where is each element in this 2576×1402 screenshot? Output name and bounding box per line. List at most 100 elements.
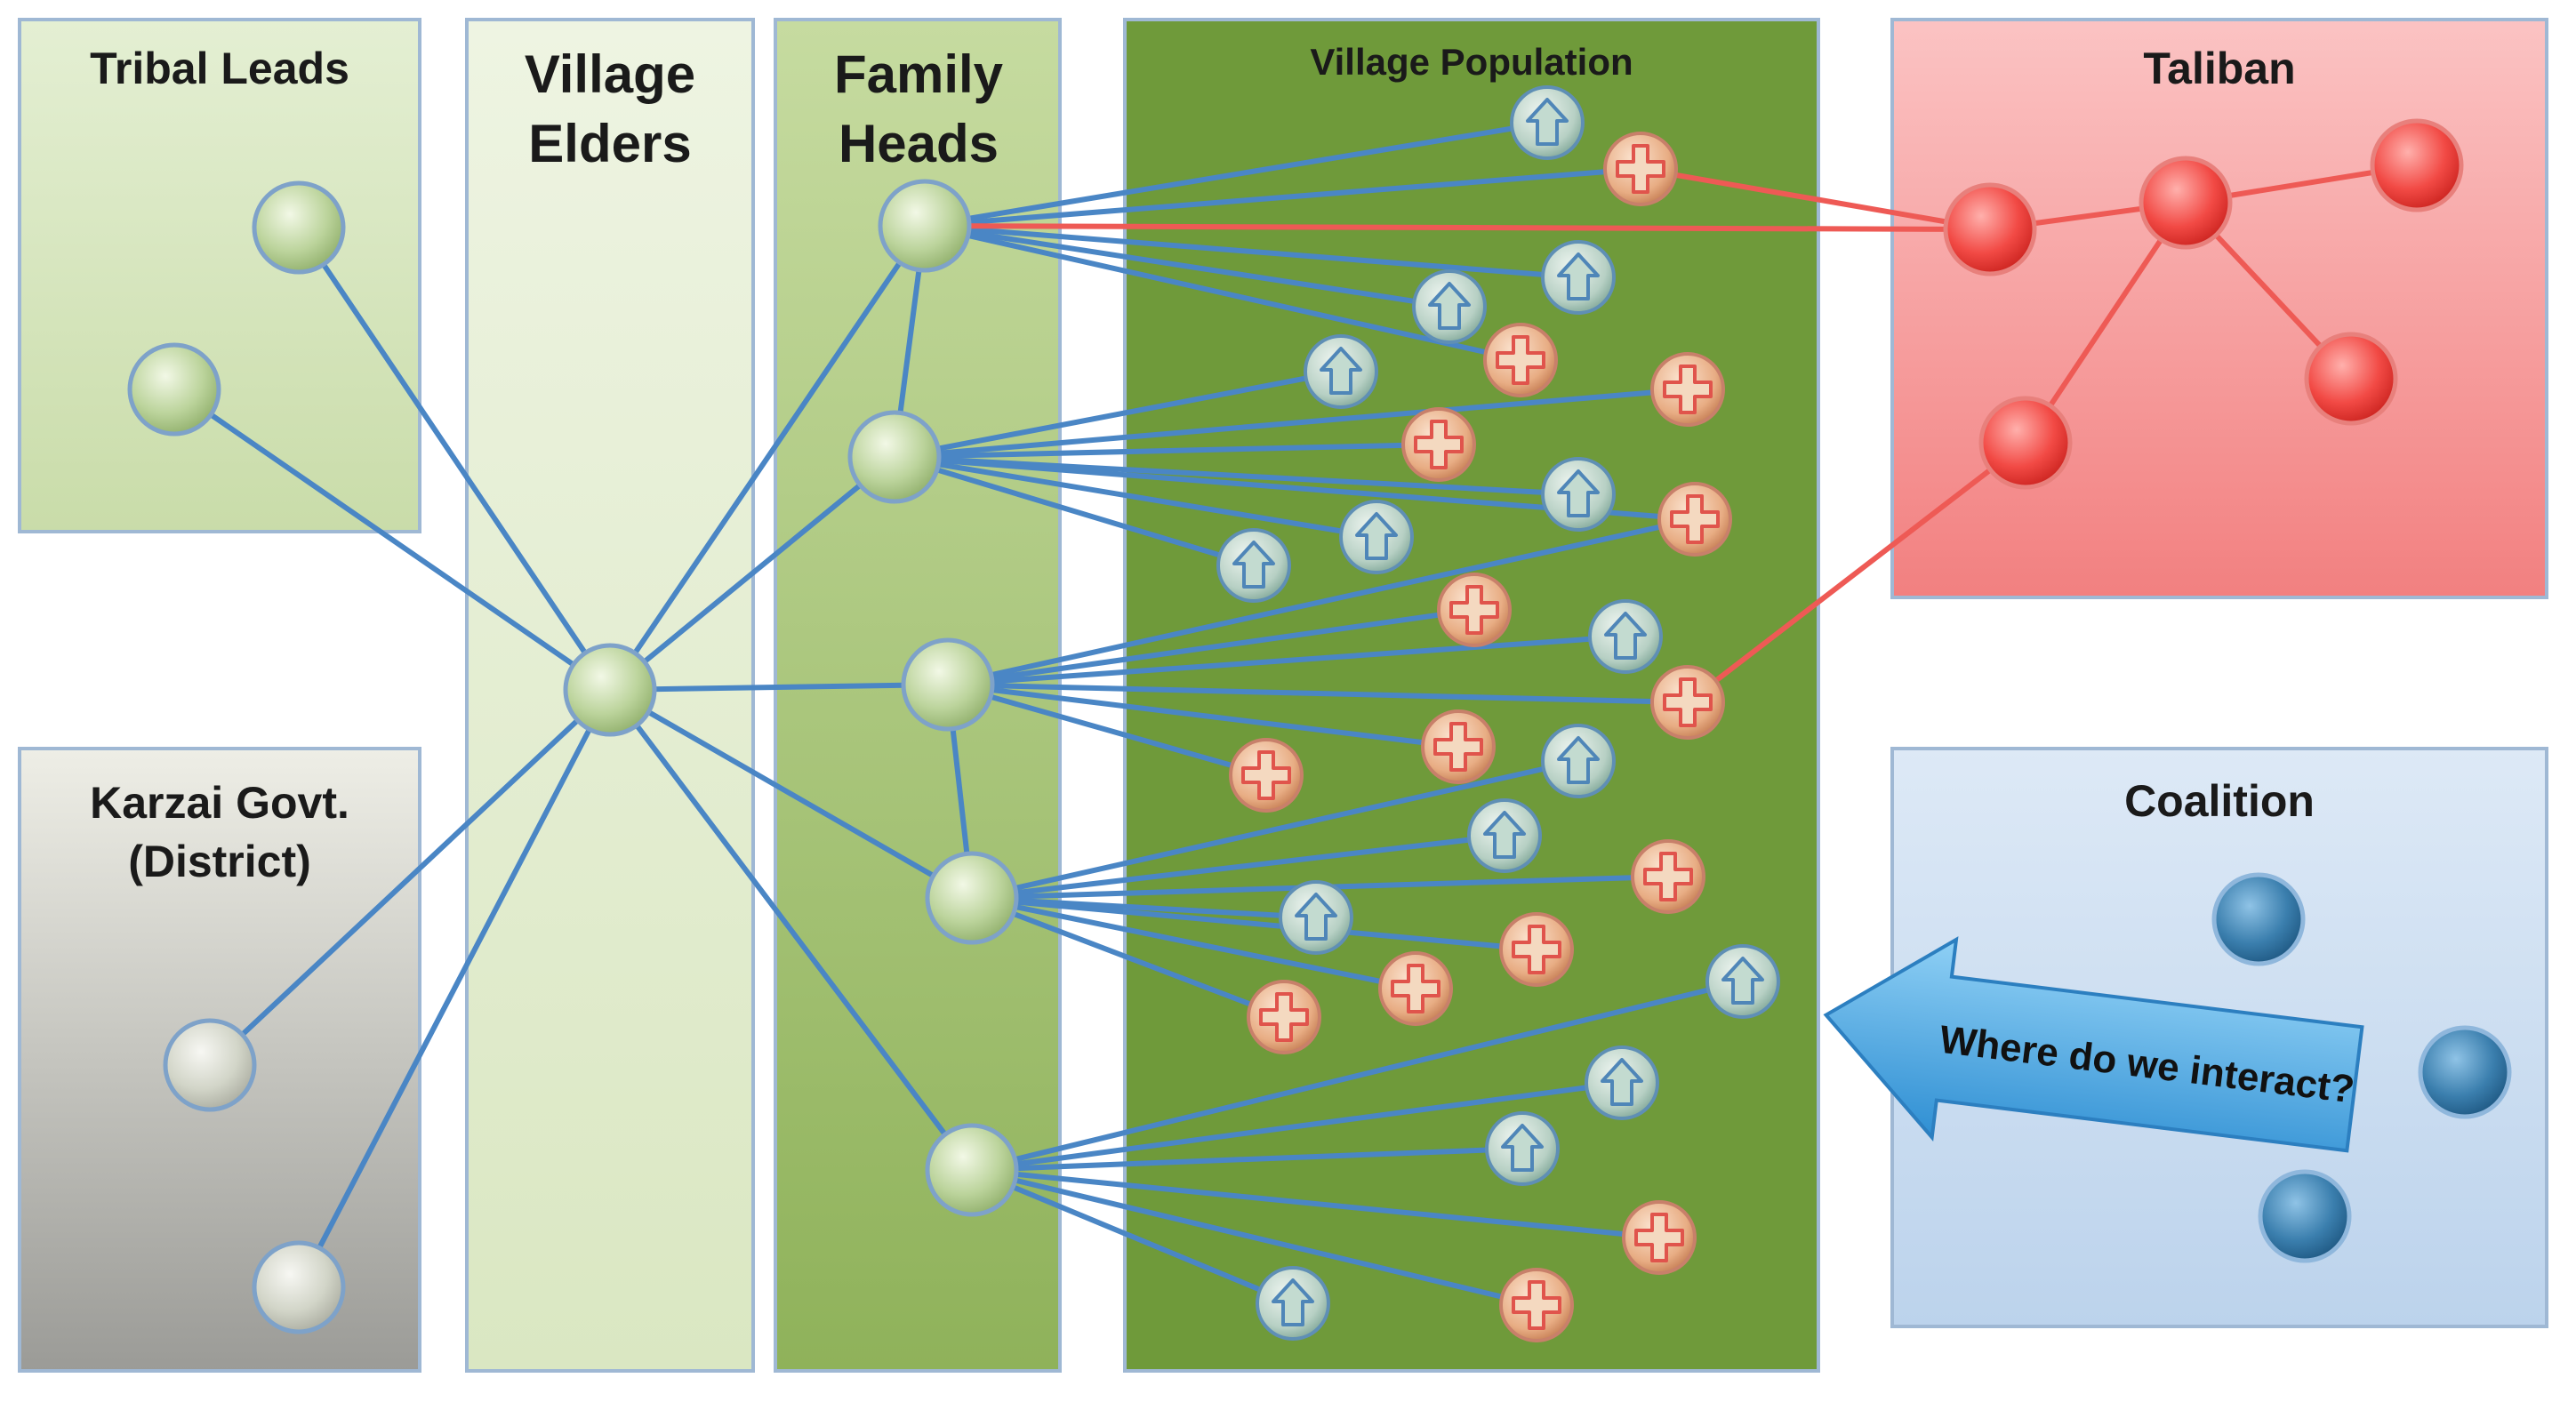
plus-cross-icon <box>1414 420 1464 469</box>
opponent-icon <box>1603 132 1678 206</box>
interaction-callout: Where do we interact? <box>1823 936 2364 1153</box>
plus-cross-icon <box>1496 335 1545 385</box>
link <box>922 223 1452 309</box>
taliban-node <box>1943 182 2037 276</box>
supporter-icon <box>1705 944 1780 1019</box>
up-arrow-icon <box>1428 282 1471 330</box>
tribal-lead-nodes <box>127 180 346 437</box>
link <box>607 223 927 693</box>
link <box>922 223 1581 280</box>
opponent-icon <box>1247 980 1321 1054</box>
coalition-node <box>2211 872 2306 966</box>
up-arrow-icon <box>1601 1058 1643 1106</box>
tribal-leads-panel <box>18 18 421 533</box>
plus-cross-icon <box>1670 494 1720 544</box>
link <box>945 517 1697 687</box>
supporter-icon <box>1256 1266 1330 1341</box>
link <box>969 1167 1296 1306</box>
plus-cross-icon <box>1391 964 1440 1013</box>
link <box>969 1146 1525 1173</box>
family-head-node <box>901 637 995 732</box>
tribal-lead-node <box>127 342 221 437</box>
opponent-icon <box>1650 352 1725 427</box>
plus-cross-icon <box>1259 992 1309 1042</box>
tribal-lead-node <box>252 180 346 275</box>
supporter-icon <box>1304 334 1378 409</box>
opponent-icon <box>1631 839 1705 914</box>
link <box>922 120 1550 228</box>
tribal-leads-label: Tribal Leads <box>90 44 349 93</box>
link <box>296 225 613 693</box>
link <box>892 442 1441 460</box>
opponent-icon <box>1483 323 1558 397</box>
opponent-icon <box>1650 665 1725 740</box>
karzai-label-line1: Karzai Govt. <box>90 778 349 828</box>
coalition-node <box>2418 1025 2512 1119</box>
supporter-icon <box>1485 1111 1560 1186</box>
link <box>969 895 1539 952</box>
link <box>969 895 1287 1020</box>
link <box>607 687 975 901</box>
link <box>607 682 951 693</box>
up-arrow-icon <box>1526 98 1569 146</box>
village-elders-label-line2: Elders <box>528 114 691 173</box>
supporter-icon <box>1585 1045 1659 1120</box>
supporter-icons <box>1216 85 1780 1341</box>
plus-cross-icon <box>1449 585 1499 635</box>
taliban-node <box>2139 156 2233 250</box>
link <box>892 387 1690 460</box>
plus-cross-icon <box>1663 365 1713 414</box>
supporter-icon <box>1541 457 1616 532</box>
up-arrow-icon <box>1604 612 1647 660</box>
family-head-node <box>878 179 972 273</box>
coalition-nodes <box>2211 872 2512 1263</box>
up-arrow-icon <box>1557 252 1600 300</box>
village-population-label: Village Population <box>1310 41 1633 83</box>
opponent-icon <box>1401 407 1476 482</box>
supporter-icon <box>1412 269 1487 344</box>
taliban-node <box>2304 332 2398 426</box>
link <box>892 454 1256 568</box>
up-arrow-icon <box>1232 541 1275 589</box>
link <box>172 387 613 693</box>
taliban-node <box>1978 396 2073 490</box>
link <box>945 634 1628 687</box>
supporter-icon <box>1279 880 1353 955</box>
link <box>892 454 1379 540</box>
supporter-icon <box>1339 500 1414 574</box>
coalition-label: Coalition <box>2124 776 2315 826</box>
link <box>945 607 1477 687</box>
opponent-icon <box>1657 482 1732 557</box>
link <box>969 758 1581 901</box>
supporter-icon <box>1216 528 1291 603</box>
karzai-node <box>252 1240 346 1334</box>
family-heads-label-line1: Family <box>834 44 1004 104</box>
opponent-icon <box>1499 912 1574 987</box>
karzai-nodes <box>163 1018 346 1334</box>
taliban-label: Taliban <box>2143 44 2295 93</box>
link <box>945 682 1269 778</box>
link <box>207 687 613 1068</box>
supporter-icon <box>1510 85 1585 160</box>
supporter-icon <box>1541 724 1616 798</box>
taliban-panel <box>1890 18 2548 599</box>
up-arrow-icon <box>1483 811 1526 859</box>
link <box>2023 200 2188 445</box>
plus-cross-icon <box>1643 852 1693 901</box>
link <box>969 1167 1539 1308</box>
up-arrow-icon <box>1501 1124 1544 1172</box>
link <box>922 166 1643 228</box>
plus-cross-icon <box>1663 677 1713 727</box>
taliban-node <box>2370 118 2464 212</box>
family-head-node <box>847 410 942 504</box>
link <box>922 223 1993 232</box>
link <box>296 687 613 1290</box>
taliban-nodes <box>1943 118 2464 490</box>
red-links <box>922 163 2420 705</box>
supporter-icon <box>1588 599 1663 674</box>
family-heads-label-line2: Heads <box>839 114 999 173</box>
link <box>607 687 975 1173</box>
opponent-icon <box>1499 1268 1574 1342</box>
family-head-nodes <box>847 179 1019 1217</box>
